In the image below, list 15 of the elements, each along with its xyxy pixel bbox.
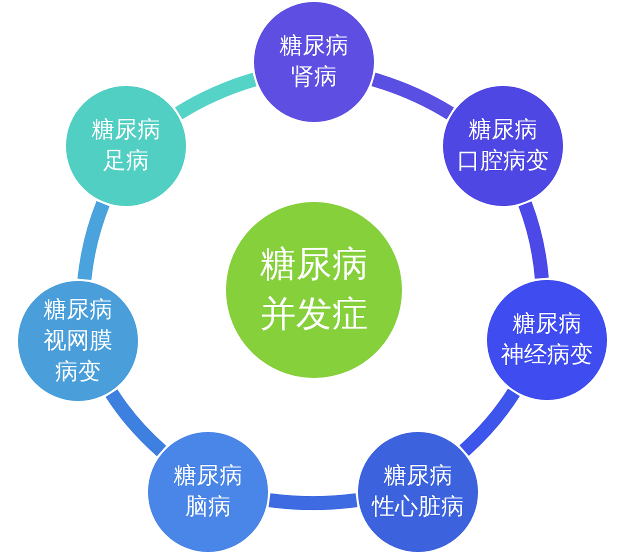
circle-label: 糖尿病脑病 [174, 462, 242, 522]
connector-arc [371, 72, 454, 120]
circle-label: 糖尿病肾病 [280, 32, 348, 92]
circle-label: 糖尿病并发症 [260, 243, 368, 337]
circle-label: 糖尿病神经病变 [501, 310, 593, 370]
circle-label: 糖尿病视网膜病变 [44, 296, 112, 386]
circle-label: 糖尿病足病 [92, 116, 160, 176]
connector-arc [77, 201, 110, 280]
connector-arc [106, 389, 166, 456]
circle-label: 糖尿病口腔病变 [457, 116, 549, 176]
connector-arc [175, 72, 257, 120]
connector-arc [518, 202, 549, 279]
connector-arc [459, 388, 520, 456]
connector-arc [268, 493, 358, 510]
circle-label: 糖尿病性心脏病 [372, 462, 464, 522]
